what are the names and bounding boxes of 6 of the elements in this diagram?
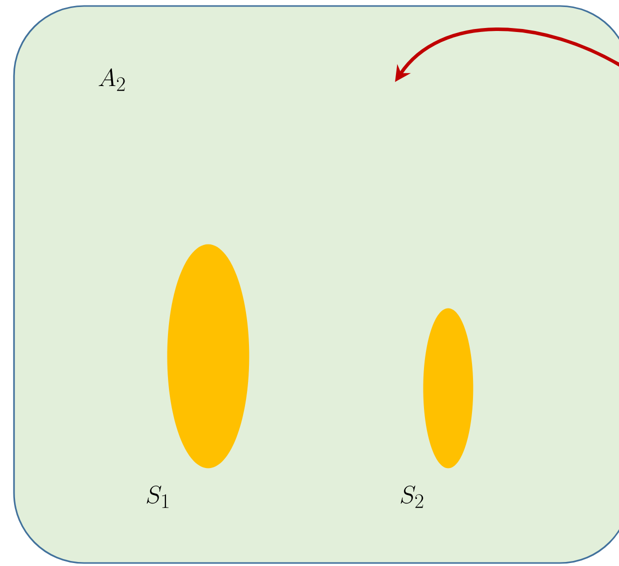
ellipse-shape — [167, 244, 250, 468]
rounded-box — [13, 5, 619, 564]
box-label: $A_2$ — [98, 68, 125, 91]
ellipse-shape — [423, 308, 474, 468]
shape-label: $S_2$ — [400, 486, 424, 508]
shape-label: $S_1$ — [146, 486, 168, 508]
